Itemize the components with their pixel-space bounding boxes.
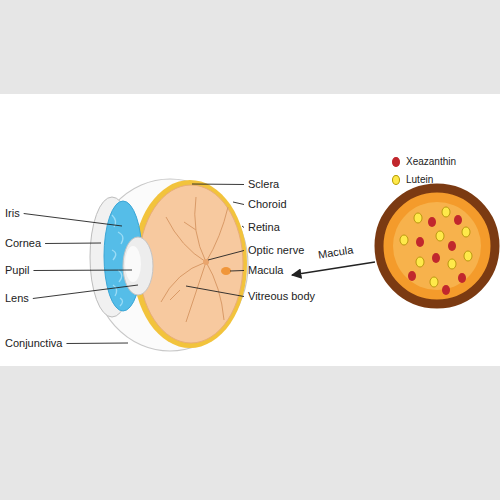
blood-vessels <box>161 197 228 322</box>
lutein-dots <box>400 207 472 287</box>
legend-item: Lutein <box>392 174 433 186</box>
part-label: Cornea <box>5 237 41 250</box>
legend-swatch <box>392 175 400 185</box>
legend-text: Xeazanthin <box>406 156 456 168</box>
part-label: Iris <box>5 207 20 220</box>
part-label: Optic nerve <box>248 244 304 257</box>
leader-line <box>230 270 244 272</box>
part-label: Choroid <box>248 198 287 211</box>
white-band <box>0 94 500 366</box>
part-label: Pupil <box>5 264 29 277</box>
macula-center <box>393 202 481 290</box>
legend-swatch <box>392 157 400 167</box>
macula-spot <box>221 267 231 275</box>
zeaxanthin-dots <box>408 215 466 295</box>
part-label: Vitreous body <box>248 290 315 303</box>
leader-line <box>66 343 128 345</box>
leader-line <box>24 214 122 227</box>
iris-texture <box>112 215 123 306</box>
leader-line <box>33 270 132 272</box>
leader-line <box>45 243 101 245</box>
macula-closeup <box>379 188 495 304</box>
part-label: Macula <box>248 264 283 277</box>
leader-line <box>208 251 244 261</box>
leader-line <box>33 285 138 299</box>
legend-item: Xeazanthin <box>392 156 456 168</box>
pointer-arrow <box>292 262 375 275</box>
leader-line <box>186 286 244 297</box>
retina-interior <box>139 185 243 343</box>
part-label: Retina <box>248 221 280 234</box>
part-label: Conjunctiva <box>5 337 62 350</box>
leader-lines <box>24 184 244 344</box>
eyeball <box>92 179 248 351</box>
pupil <box>125 246 141 282</box>
legend-text: Lutein <box>406 174 433 186</box>
leader-line <box>192 184 244 186</box>
part-label: Sclera <box>248 178 279 191</box>
leader-line <box>242 226 244 228</box>
part-label: Lens <box>5 292 29 305</box>
leader-line <box>233 202 244 205</box>
